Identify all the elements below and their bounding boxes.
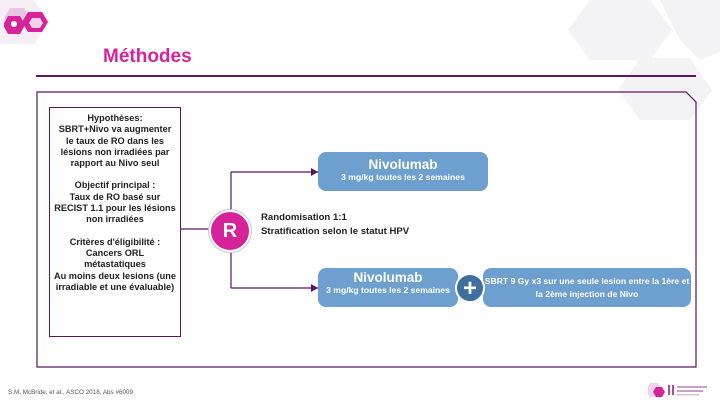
slide-title: Méthodes (103, 46, 192, 67)
arm-b-dose: 3 mg/kg toutes les 2 semaines (326, 285, 450, 295)
conference-logo (4, 8, 48, 34)
sbrt-box: SBRT 9 Gy x3 sur une seule lesion entre … (483, 268, 691, 307)
criteria-line-1: Cancers ORL métastatiques (84, 247, 146, 270)
arm-a-dose: 3 mg/kg toutes les 2 semaines (341, 172, 465, 182)
hypothesis-text: SBRT+Nivo va augmenter le taux de RO dan… (58, 124, 172, 169)
citation: S.M. McBride, et al., ASCO 2018, Abs #60… (8, 389, 133, 396)
hypotheses-box: Hypothèses: SBRT+Nivo va augmenter le ta… (49, 107, 181, 337)
highlights-logo (648, 383, 707, 397)
randomization-node: R (209, 210, 251, 252)
randomization-ratio: Randomisation 1:1 (261, 212, 347, 223)
title-divider (36, 75, 696, 77)
randomization-text: Randomisation 1:1 Stratification selon l… (261, 211, 409, 239)
arm-a-box: Nivolumab 3 mg/kg toutes les 2 semaines (318, 152, 488, 191)
arrow-arm-b-icon (311, 284, 318, 292)
arm-a-drug: Nivolumab (368, 157, 438, 172)
objective-text: Taux de RO basé sur RECIST 1.1 pour les … (54, 191, 176, 225)
arrow-arm-a-icon (311, 168, 318, 176)
hypothesis-heading: Hypothèses: (87, 113, 143, 123)
criteria-line-2: Au moins deux lesions (une irradiable et… (54, 270, 177, 292)
stratification-text: Stratification selon le statut HPV (261, 226, 410, 237)
arm-b-box: Nivolumab 3 mg/kg toutes les 2 semaines (318, 268, 458, 307)
arm-b-drug: Nivolumab (353, 270, 423, 285)
plus-icon: + (455, 273, 485, 303)
criteria-heading: Critères d'éligibilité : (69, 236, 161, 247)
objective-heading: Objectif principal : (74, 180, 156, 191)
